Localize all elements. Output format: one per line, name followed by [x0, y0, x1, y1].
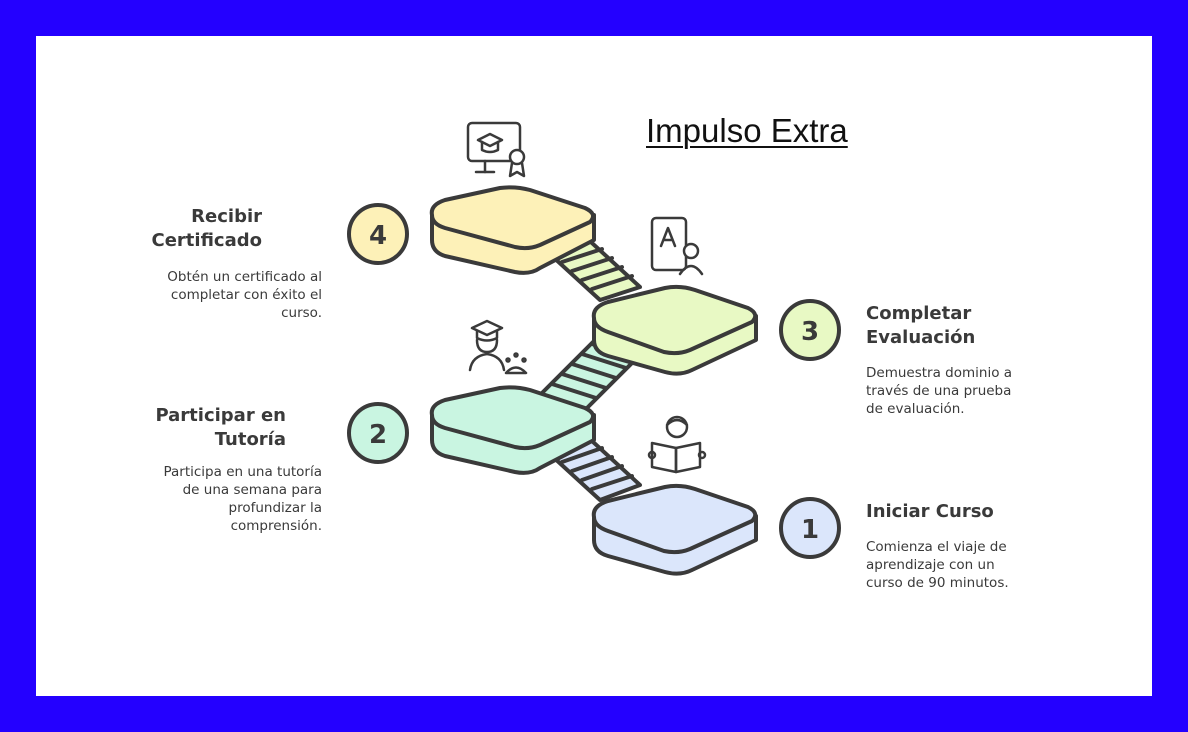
step-3-number: 3 — [801, 317, 819, 347]
platform-3 — [591, 284, 758, 376]
step-3-circle — [779, 299, 841, 361]
step-3-title: Completar Evaluación — [866, 303, 976, 348]
diagram-title: Impulso Extra — [646, 112, 848, 149]
step-1-title: Iniciar Curso — [866, 501, 994, 522]
step-2-number: 2 — [369, 420, 387, 450]
step-2-description: Participa en una tutoría de una semana p… — [163, 464, 322, 534]
step-1-number: 1 — [801, 515, 819, 545]
step-4-description: Obtén un certificado al completar con éx… — [167, 269, 322, 321]
step-4-title: Recibir Certificado — [151, 206, 262, 251]
platform-4 — [429, 185, 596, 275]
step-4-number: 4 — [369, 221, 387, 251]
exam-user-icon — [650, 216, 704, 276]
step-4-circle — [347, 203, 409, 265]
step-2-title: Participar en Tutoría — [155, 405, 286, 450]
reading-book-icon — [647, 415, 707, 474]
step-1-description: Comienza el viaje de aprendizaje con un … — [866, 539, 1009, 591]
step-2-circle — [347, 402, 409, 464]
step-1-circle — [779, 497, 841, 559]
platform-2 — [429, 385, 596, 475]
tutor-graduate-icon — [468, 319, 528, 375]
platform-1 — [591, 483, 758, 576]
step-3-description: Demuestra dominio a través de una prueba… — [866, 365, 1013, 417]
certificate-monitor-icon — [466, 121, 526, 178]
